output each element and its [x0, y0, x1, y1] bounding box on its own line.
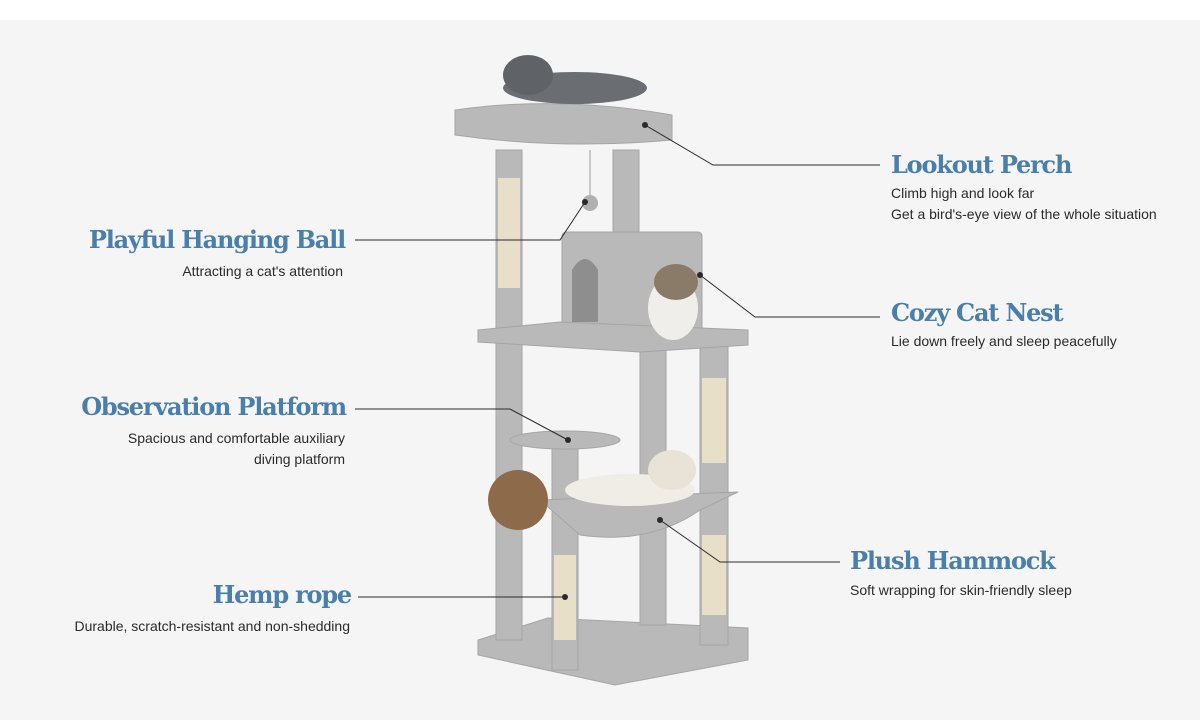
feature-title: Observation Platform: [81, 392, 347, 421]
leader-line-platform: [355, 408, 569, 441]
leader-line-ball: [355, 201, 586, 241]
feature-title: Playful Hanging Ball: [88, 225, 346, 254]
feature-description: Attracting a cat's attention: [182, 263, 343, 279]
feature-description: diving platform: [253, 451, 345, 467]
sisal-rope: [702, 378, 726, 463]
feature-title: Lookout Perch: [891, 150, 1072, 179]
sisal-rope: [702, 535, 726, 615]
sisal-rope: [498, 178, 520, 288]
feature-description: Lie down freely and sleep peacefully: [891, 333, 1117, 349]
feature-title: Cozy Cat Nest: [891, 298, 1064, 327]
feature-description: Spacious and comfortable auxiliary: [127, 430, 345, 446]
hammock: [538, 491, 739, 538]
top-perch: [454, 103, 673, 145]
feature-description: Durable, scratch-resistant and non-shedd…: [74, 618, 351, 634]
feature-description: Climb high and look far: [891, 185, 1035, 201]
leader-line-nest: [699, 274, 880, 318]
hanging-ball: [582, 195, 598, 211]
base-board: [477, 617, 749, 686]
feature-title: Hemp rope: [212, 580, 353, 609]
leader-line-lookout: [644, 124, 880, 166]
leader-line-hammock: [659, 519, 840, 563]
feature-title: Plush Hammock: [850, 546, 1056, 575]
nest-opening: [572, 259, 598, 322]
feature-description: Get a bird's-eye view of the whole situa…: [891, 206, 1157, 222]
feature-description: Soft wrapping for skin-friendly sleep: [850, 582, 1072, 598]
